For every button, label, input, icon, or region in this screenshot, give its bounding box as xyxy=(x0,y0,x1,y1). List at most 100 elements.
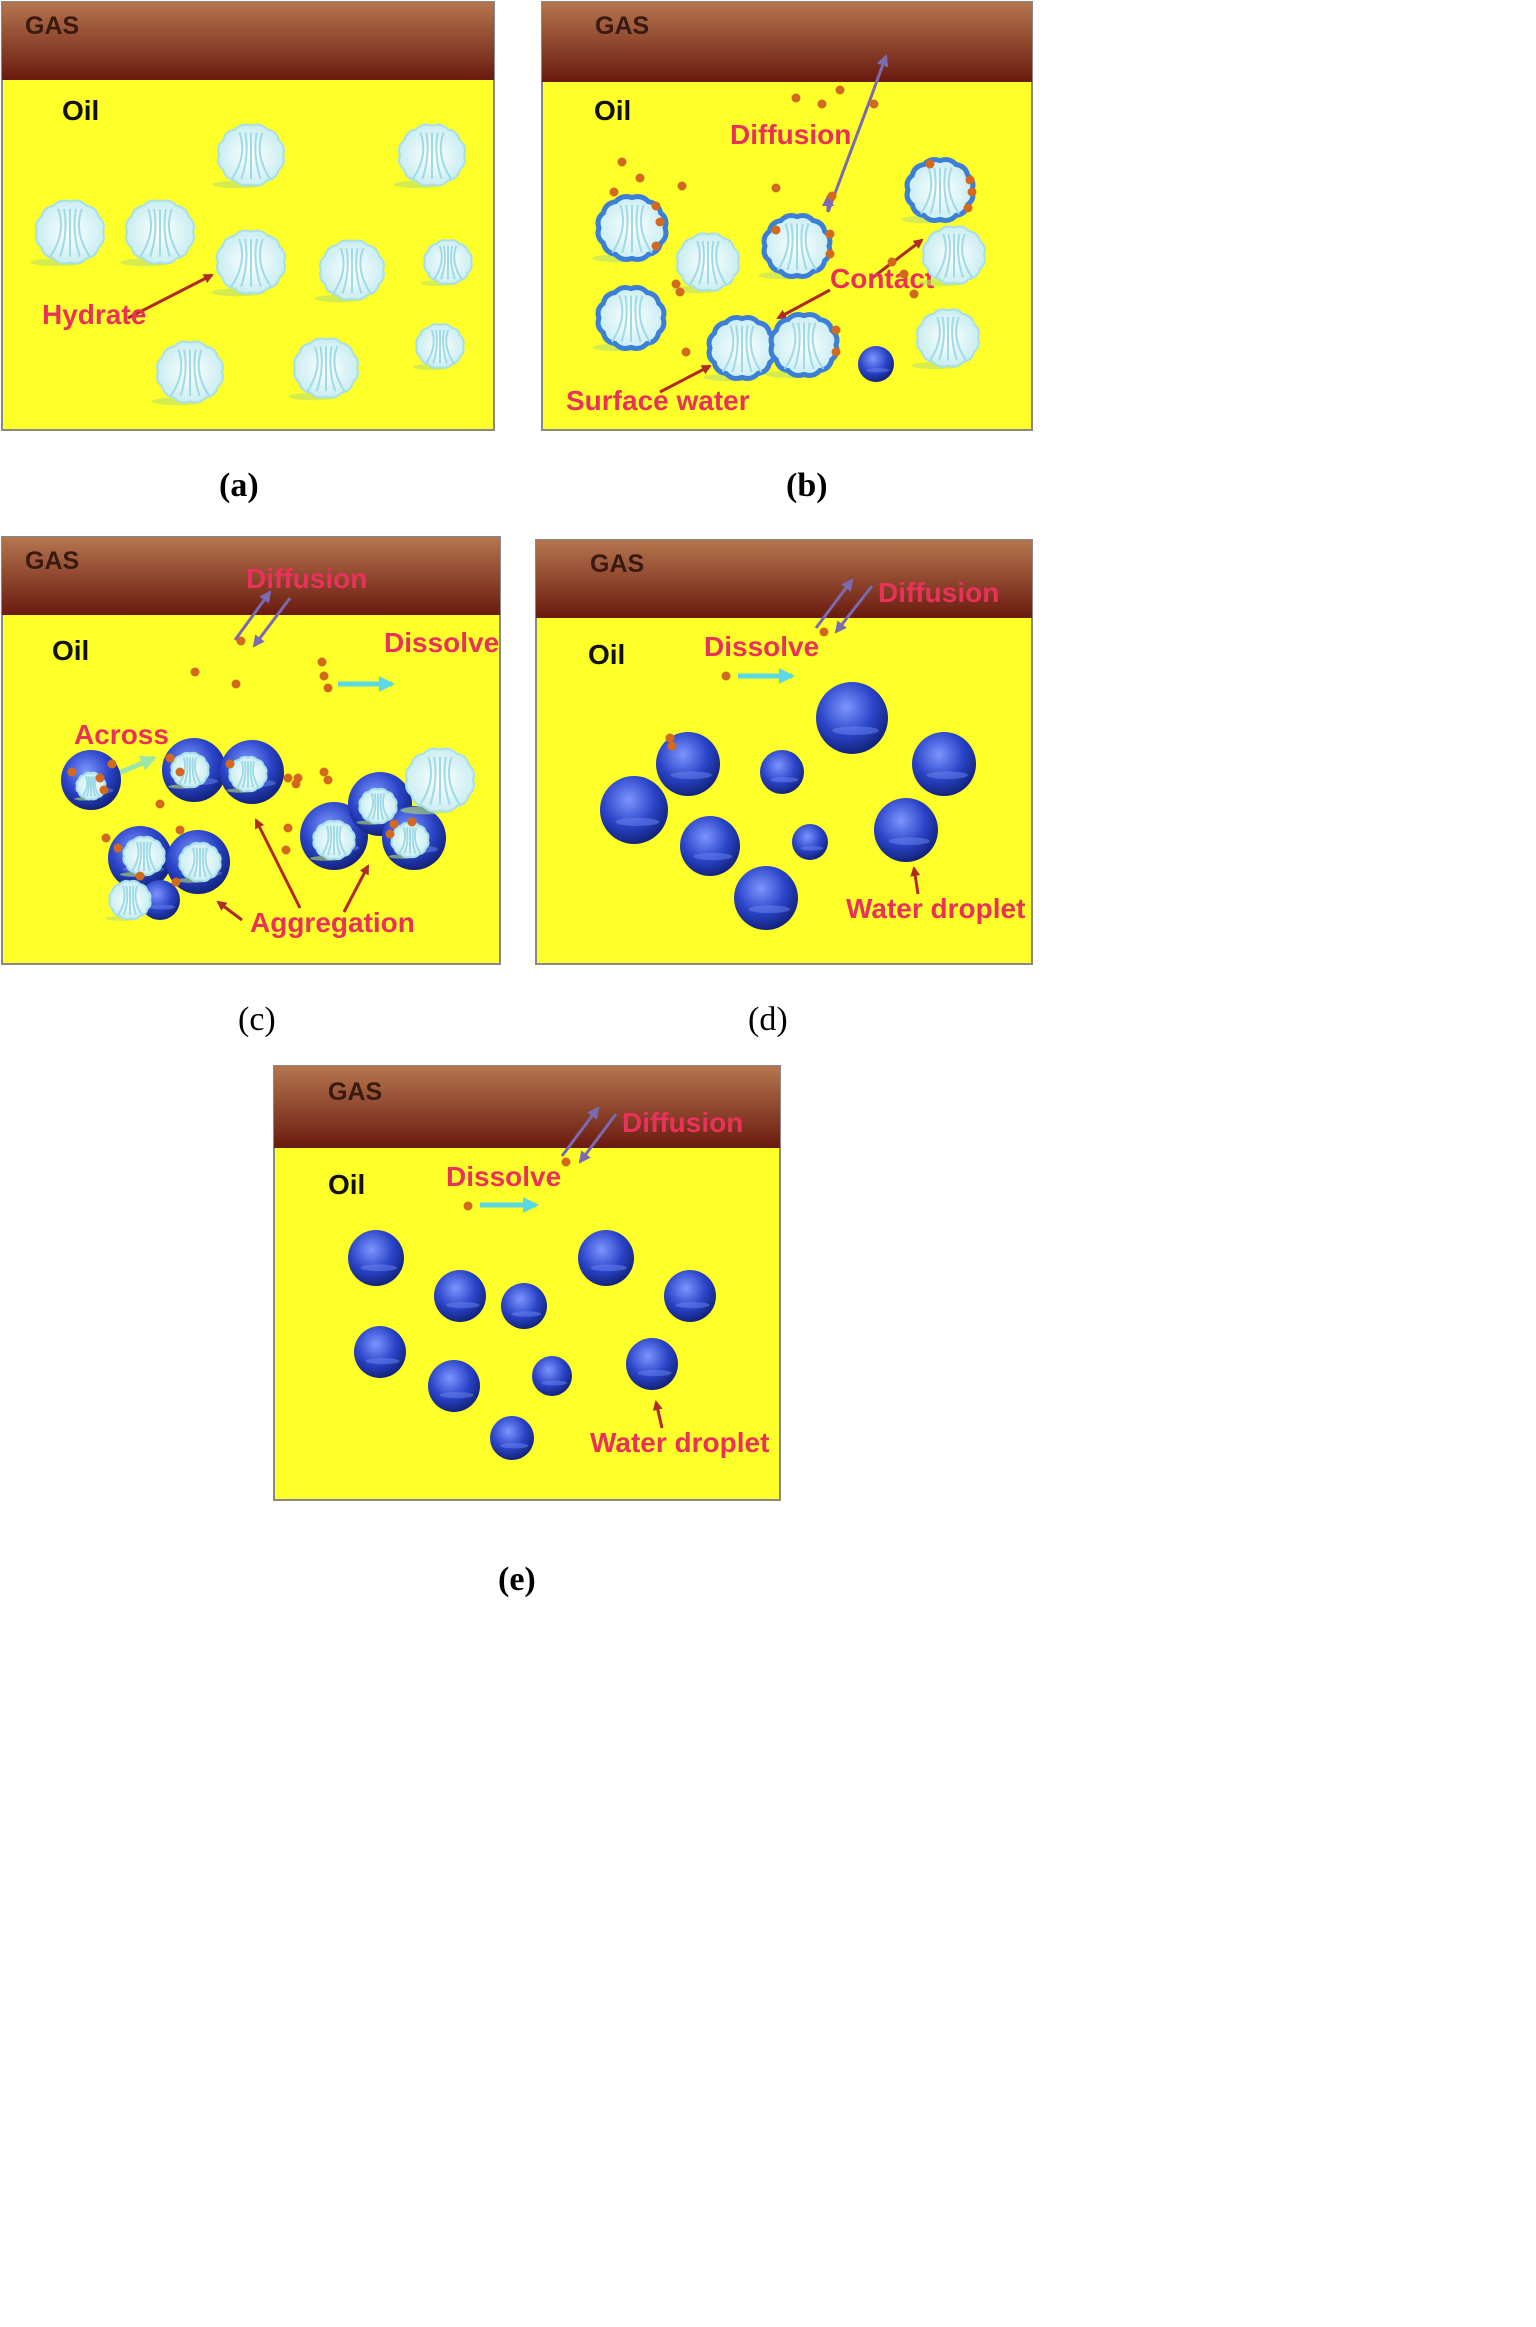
gas-molecule xyxy=(635,173,645,183)
gas-molecule xyxy=(283,773,293,783)
annotation-diffusion: Diffusion xyxy=(878,577,999,608)
droplet-highlight xyxy=(637,1369,672,1377)
gas-molecule xyxy=(190,667,200,677)
hydrate-streak xyxy=(776,223,790,271)
gas-molecule xyxy=(667,741,677,751)
diffusion-arrow-down xyxy=(834,585,874,634)
water-droplet xyxy=(664,1270,716,1322)
hydrate-streak xyxy=(251,761,260,789)
gas-molecule xyxy=(831,347,841,357)
hydrate-streak xyxy=(711,240,718,285)
hydrate-streak xyxy=(59,208,67,258)
hydrate-streak xyxy=(169,349,183,397)
hydrate-particle xyxy=(758,213,833,280)
gas-molecule xyxy=(651,241,661,251)
hydrate-streak xyxy=(635,204,643,254)
hydrate-particle xyxy=(393,123,466,189)
gas-molecule xyxy=(675,287,685,297)
gas-layer xyxy=(2,2,494,80)
oil-label: Oil xyxy=(594,95,631,126)
hydrate-streak xyxy=(639,204,653,254)
annotation-diffusion: Diffusion xyxy=(246,563,367,594)
gas-molecule xyxy=(869,99,879,109)
water-droplet xyxy=(532,1356,572,1396)
gas-molecule xyxy=(165,753,175,763)
hydrate-streak xyxy=(453,245,463,280)
gas-molecule xyxy=(107,759,117,769)
water-droplet xyxy=(858,346,894,382)
droplet-body xyxy=(664,1270,716,1322)
gas-layer xyxy=(2,537,500,615)
hydrate-streak xyxy=(230,238,244,288)
hydrate-streak xyxy=(689,240,701,286)
water-droplet xyxy=(434,1270,486,1322)
gas-molecule xyxy=(791,93,801,103)
droplet-highlight xyxy=(926,771,968,780)
caption-e: (e) xyxy=(498,1561,536,1598)
droplet-highlight xyxy=(365,1357,400,1365)
gas-molecule xyxy=(925,159,935,169)
hydrate-streak xyxy=(321,825,330,856)
hydrate-particle xyxy=(356,787,398,825)
water-droplet xyxy=(760,750,804,794)
annotation-aggregation: Aggregation xyxy=(250,907,415,938)
hydrate-particle xyxy=(176,841,222,883)
diffusion-arrow-up xyxy=(560,1106,600,1157)
hydrate-streak xyxy=(450,245,456,280)
panel-e: GAS Oil Diffusion Dissolve Water droplet xyxy=(273,1065,781,1501)
hydrate-streak xyxy=(634,295,642,343)
water-droplet xyxy=(140,880,180,920)
hydrate-streak xyxy=(786,223,794,271)
hydrate-streak xyxy=(117,885,126,916)
gas-molecule xyxy=(385,829,395,839)
hydrate-streak xyxy=(445,329,455,364)
droplet-highlight xyxy=(541,1380,567,1386)
hydrate-streak xyxy=(49,208,63,258)
hydrate-particle xyxy=(211,229,286,297)
hydrate-streak xyxy=(201,847,207,878)
hydrate-particle xyxy=(765,312,840,379)
hydrate-streak xyxy=(411,827,417,854)
hydrate-streak xyxy=(197,349,211,397)
hydrate-streak xyxy=(327,825,333,856)
droplet-body xyxy=(354,1326,406,1378)
gas-molecule xyxy=(323,683,333,693)
gas-molecule xyxy=(825,249,835,259)
hydrate-streak xyxy=(85,776,91,797)
hydrate-streak xyxy=(77,208,91,258)
hydrate-particle xyxy=(592,285,667,352)
gas-molecule xyxy=(831,325,841,335)
hydrate-streak xyxy=(411,132,425,180)
hydrate-streak xyxy=(258,132,272,180)
hydrate-streak xyxy=(957,233,964,278)
diffusion-arrow-up xyxy=(233,590,272,641)
droplet-highlight xyxy=(769,777,799,783)
diffusion-arrow-down xyxy=(252,597,292,648)
hydrate-streak xyxy=(432,329,438,364)
droplet-highlight xyxy=(149,904,175,910)
surface-water-arrow xyxy=(659,364,712,394)
hydrate-streak xyxy=(929,316,941,362)
gas-molecule xyxy=(319,767,329,777)
diffusion-arrow xyxy=(826,54,889,213)
droplet-highlight xyxy=(675,1301,710,1309)
hydrate-streak xyxy=(187,847,196,878)
oil-label: Oil xyxy=(588,639,625,670)
hydrate-streak xyxy=(137,841,143,872)
panel-b: GAS Oil Diffusion Contact Surface water xyxy=(541,1,1033,431)
hydrate-streak xyxy=(148,841,157,872)
gas-molecule xyxy=(407,817,417,827)
hydrate-streak xyxy=(919,167,933,215)
hydrate-streak xyxy=(371,793,377,820)
hydrate-streak xyxy=(611,204,625,254)
hydrate-particle xyxy=(420,239,473,286)
hydrate-streak xyxy=(333,345,346,392)
annotation-diffusion: Diffusion xyxy=(622,1107,743,1138)
hydrate-streak xyxy=(193,349,201,397)
hydrate-particle xyxy=(212,123,285,189)
hydrate-particle xyxy=(120,835,166,877)
droplet-highlight xyxy=(888,837,930,846)
annotation-water-droplet: Water droplet xyxy=(846,893,1025,924)
hydrate-particle xyxy=(314,239,385,303)
hydrate-particle xyxy=(912,308,980,370)
